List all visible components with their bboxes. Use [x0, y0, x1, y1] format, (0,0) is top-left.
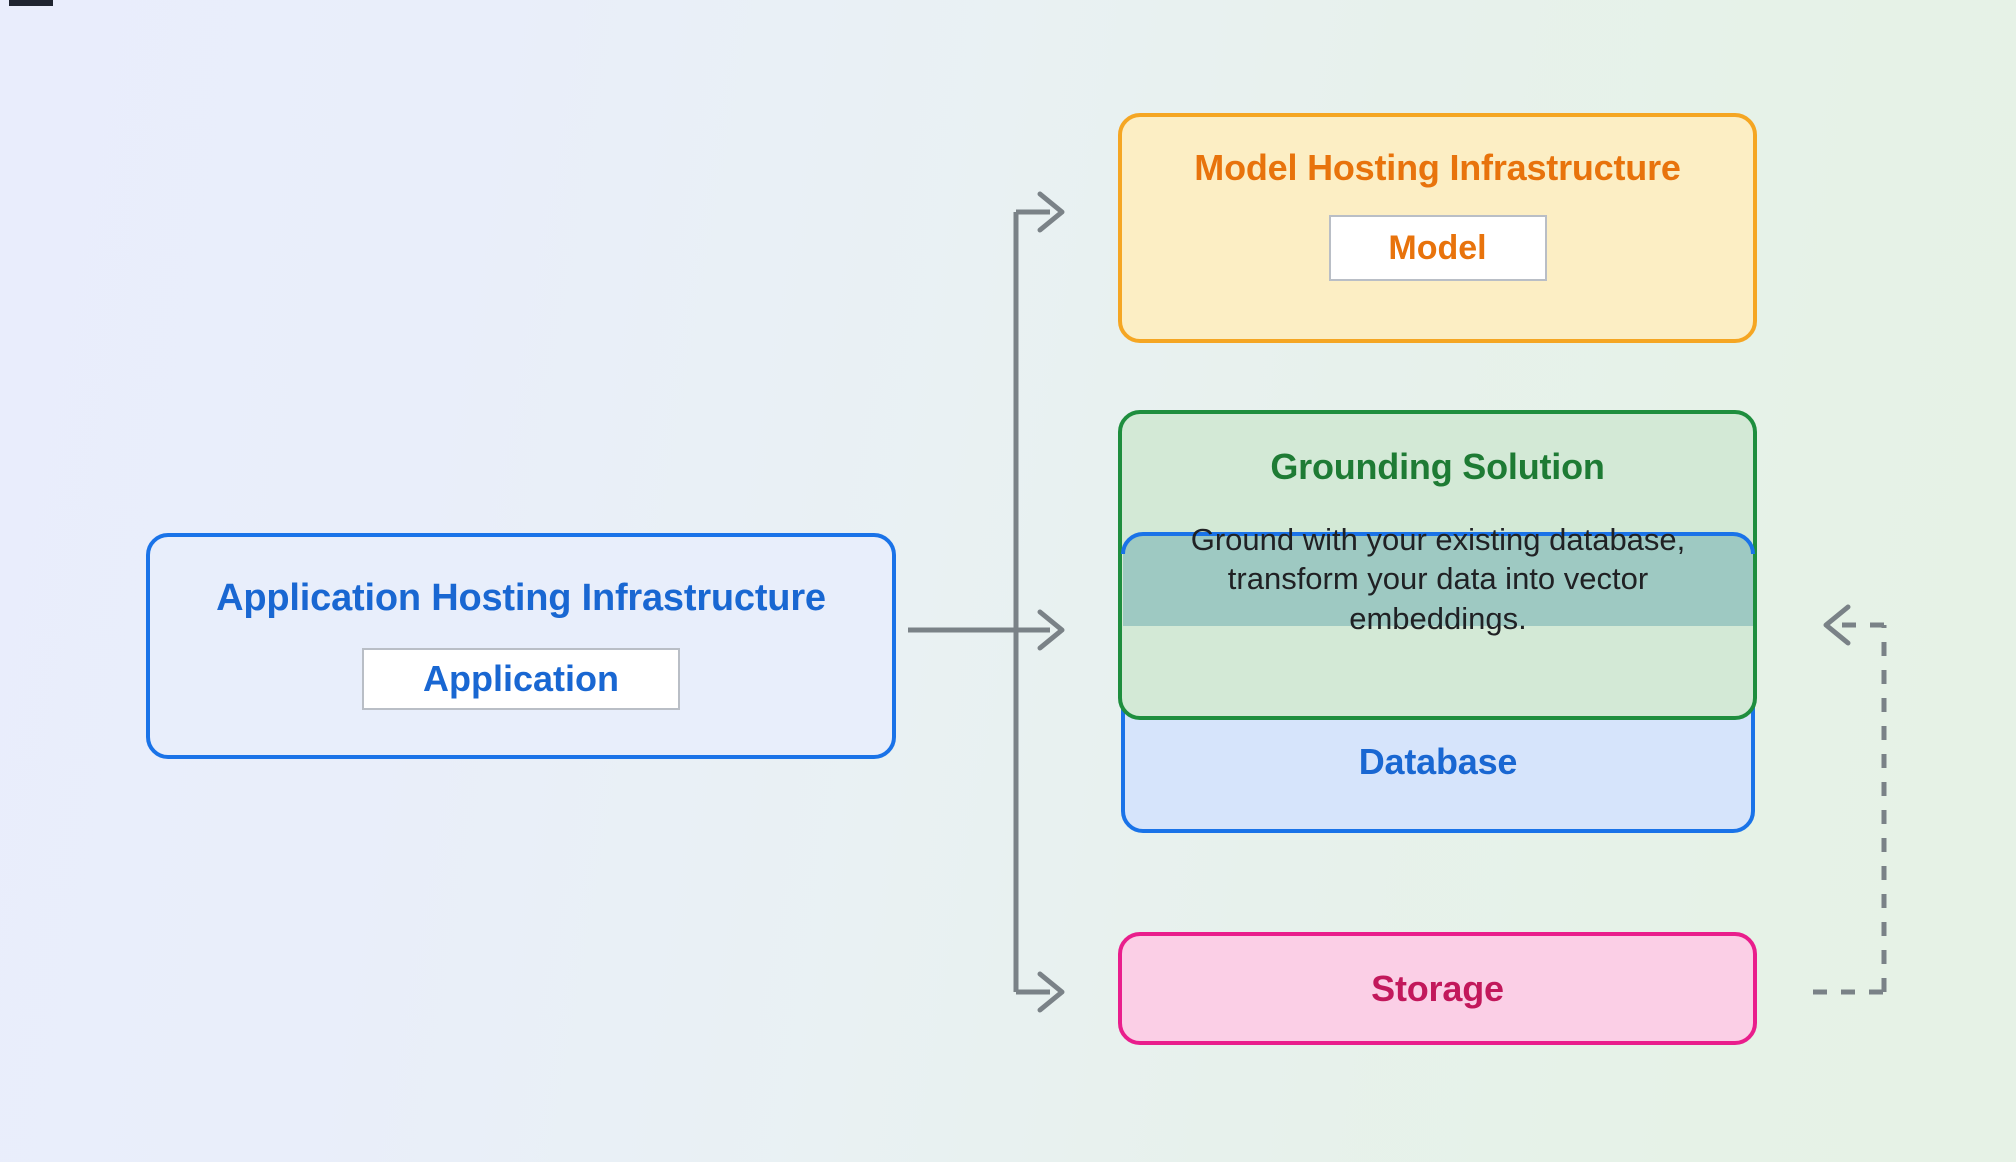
chip-model[interactable]: Model [1328, 215, 1547, 281]
connector-return-dashed [1813, 622, 1887, 995]
grounding-description-text: Ground with your existing database, tran… [1190, 521, 1686, 636]
storage-title: Storage [1371, 967, 1504, 1009]
chip-application[interactable]: Application [362, 648, 680, 710]
arrowhead-return-icon [1823, 604, 1851, 646]
arrowhead-to-model-icon [1037, 191, 1065, 233]
fork-arrowheads [1037, 191, 1065, 1013]
connector-fork-solid [908, 209, 1050, 995]
model-hosting-title: Model Hosting Infrastructure [1194, 147, 1681, 188]
arrowhead-to-storage-icon [1037, 971, 1065, 1013]
grounding-description-block: Ground with your existing database, tran… [1121, 522, 1755, 636]
arrowhead-to-grounding-icon [1037, 609, 1065, 651]
application-hosting-title: Application Hosting Infrastructure [216, 577, 826, 619]
node-application-hosting-infrastructure[interactable]: Application Hosting Infrastructure Appli… [146, 533, 896, 759]
node-storage[interactable]: Storage [1118, 932, 1757, 1045]
capture-artifact [9, 0, 53, 6]
grounding-solution-title: Grounding Solution [1270, 446, 1605, 487]
database-title: Database [1358, 741, 1518, 782]
node-model-hosting-infrastructure[interactable]: Model Hosting Infrastructure Model [1118, 113, 1757, 343]
